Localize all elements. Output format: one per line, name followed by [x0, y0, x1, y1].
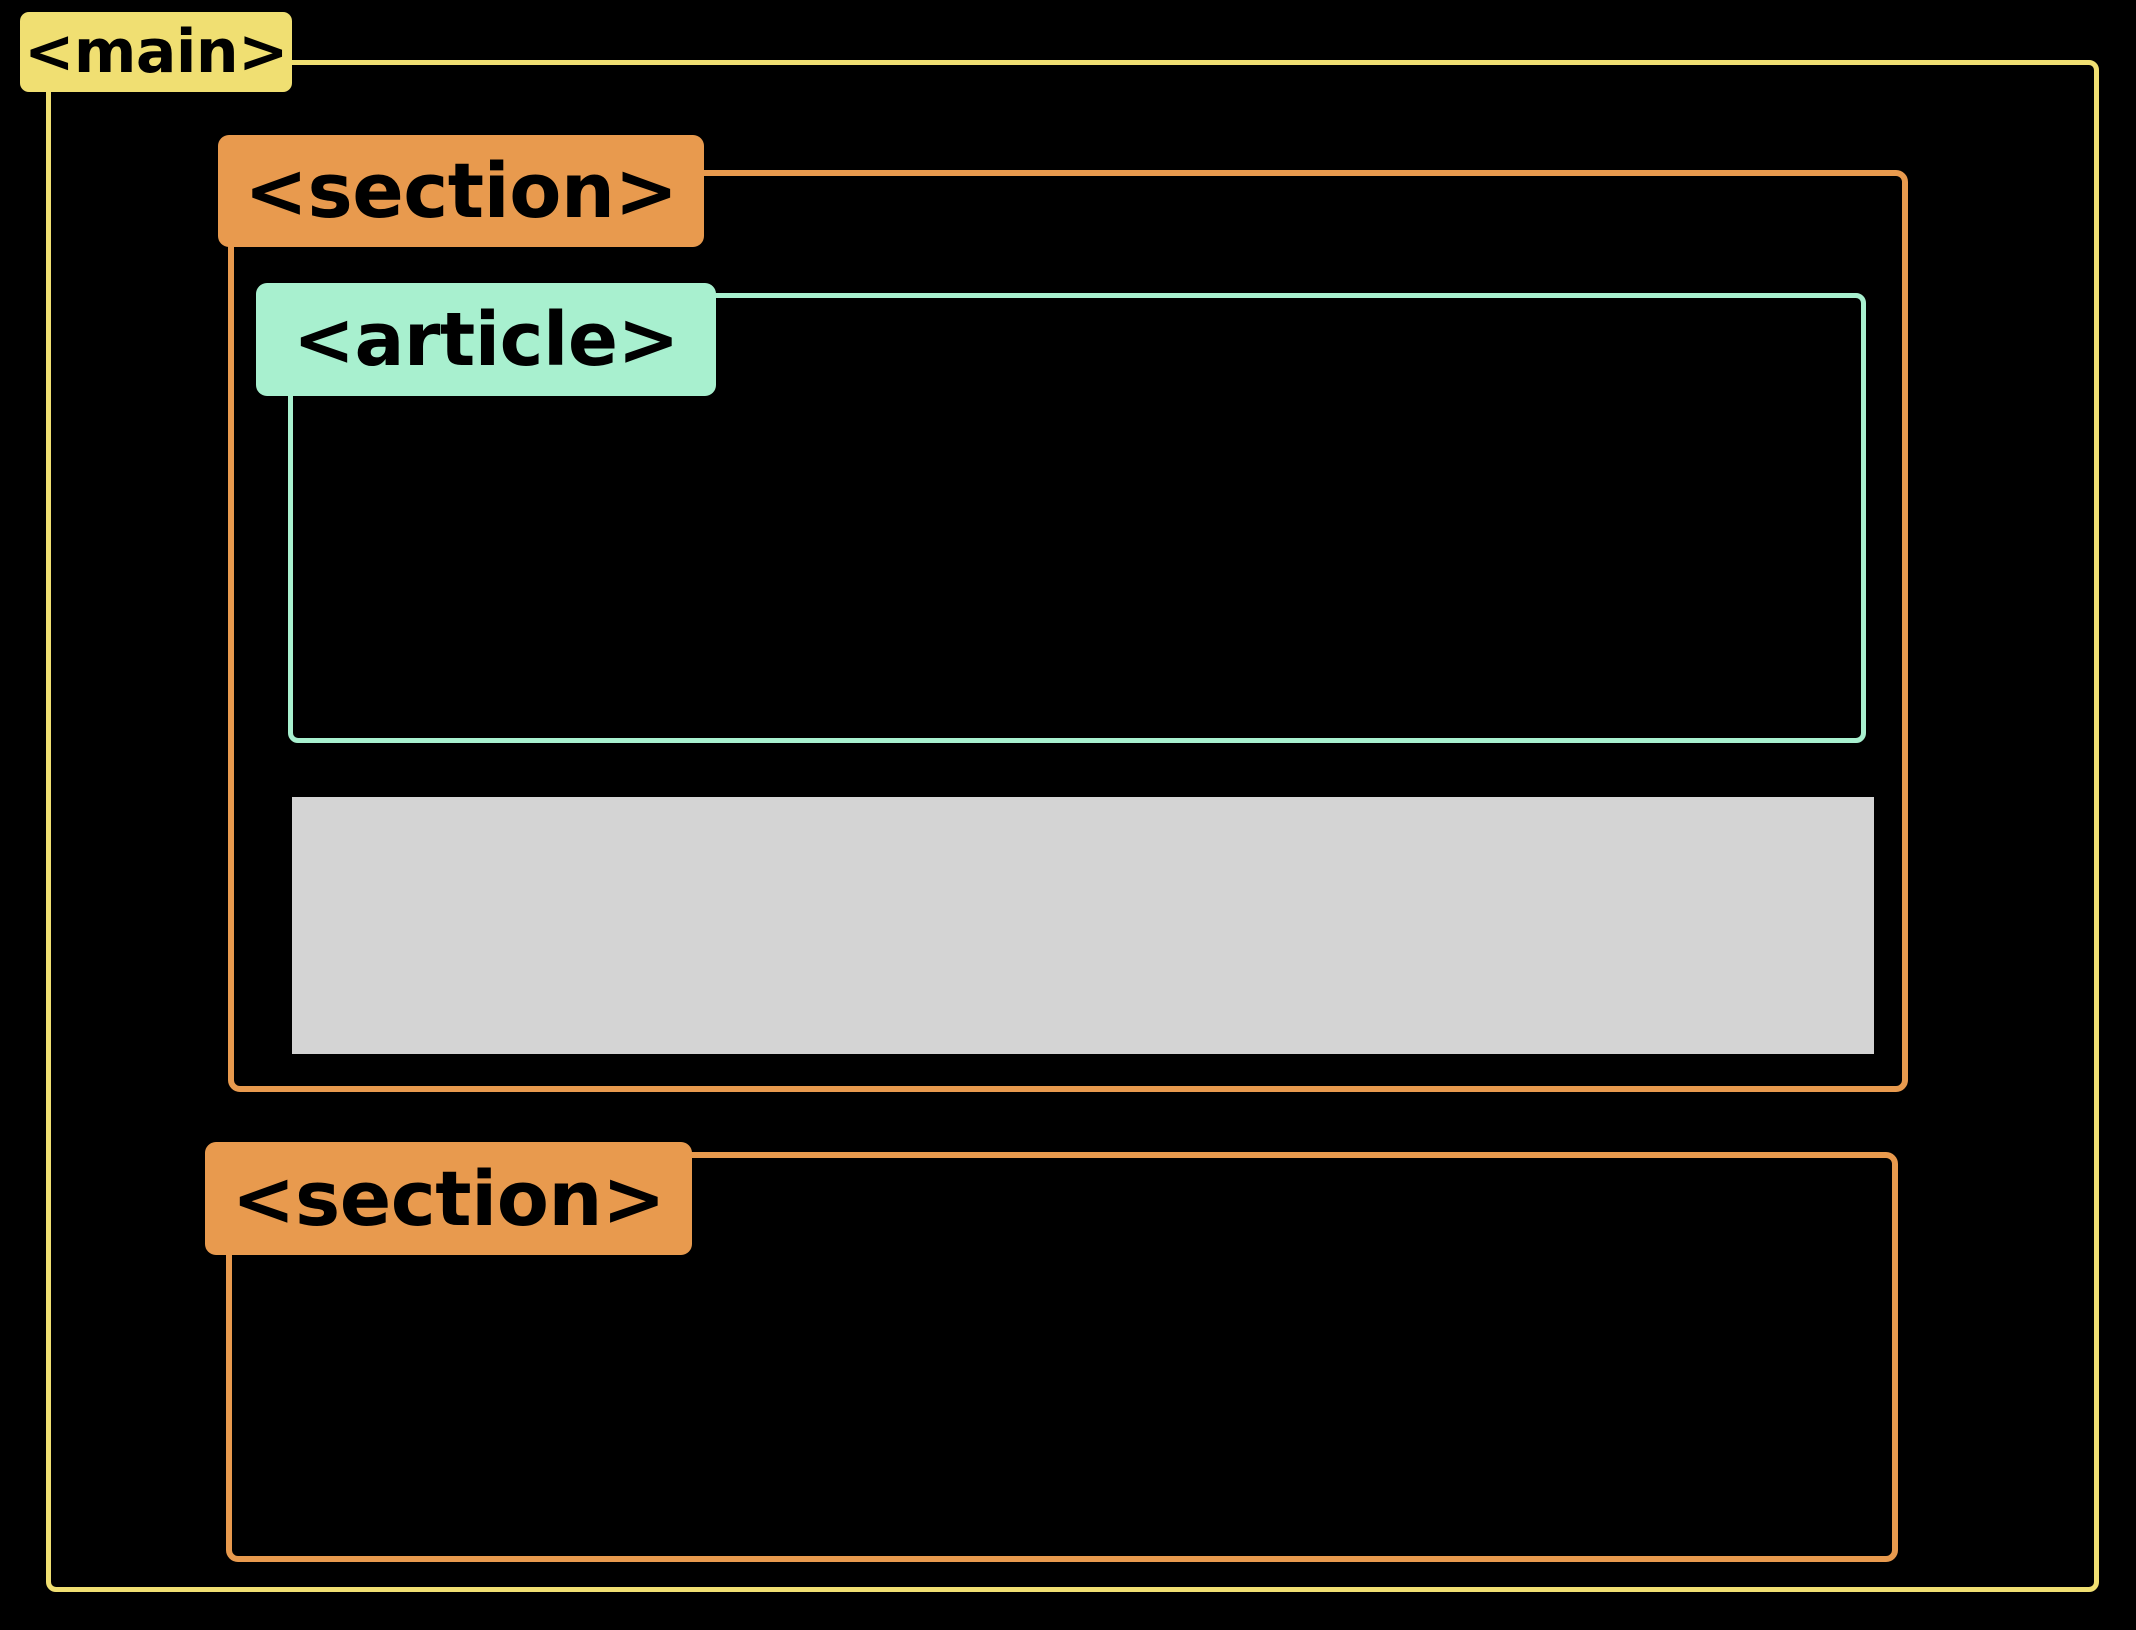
- main-element-box: [46, 60, 2099, 1592]
- article-tag-label: <article>: [256, 283, 716, 396]
- content-block: [292, 797, 1874, 1054]
- section-tag-label-1: <section>: [218, 135, 704, 247]
- section-tag-label-2: <section>: [205, 1142, 692, 1255]
- main-tag-label: <main>: [20, 12, 292, 92]
- section-element-box-1: [228, 170, 1908, 1092]
- article-element-box: [288, 293, 1866, 743]
- section-element-box-2: [226, 1152, 1898, 1562]
